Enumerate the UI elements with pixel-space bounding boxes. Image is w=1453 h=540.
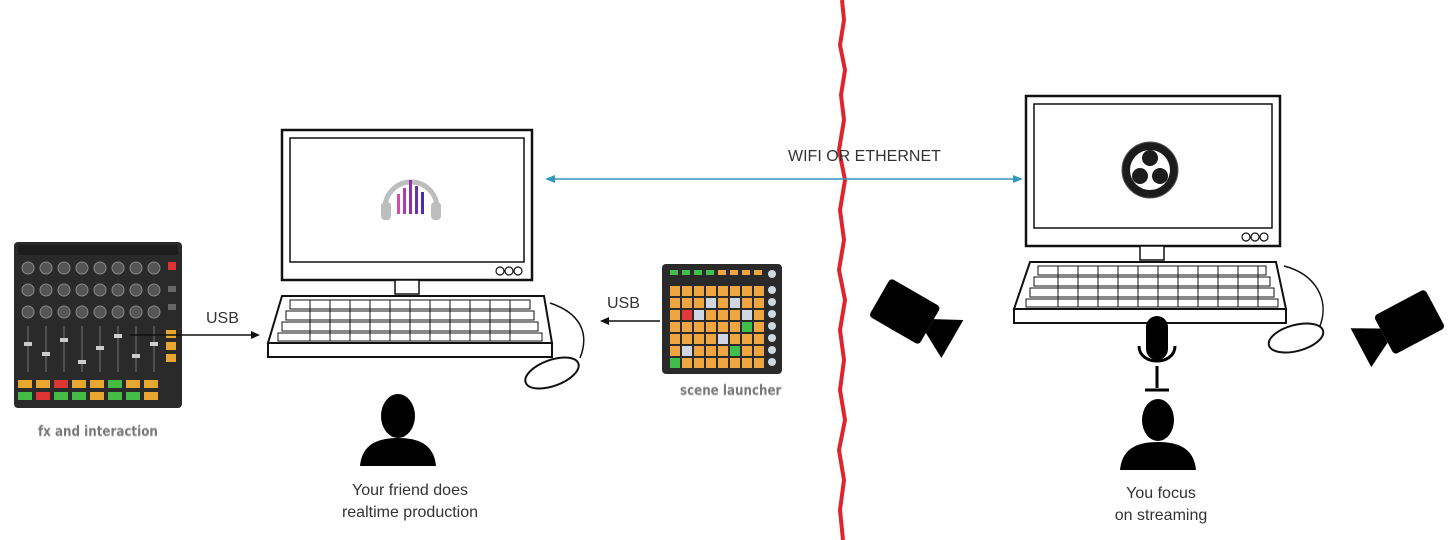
launchpad-pad (718, 270, 726, 275)
launchpad-pad (754, 334, 764, 344)
launchpad-pad (742, 298, 752, 308)
you-caption: You focus on streaming (1061, 483, 1261, 527)
usb-label-launcher: USB (607, 295, 640, 312)
launchpad-pad (754, 322, 764, 332)
launchpad-pad (742, 322, 752, 332)
launchpad-pad (742, 270, 750, 275)
launchpad-pad (670, 358, 680, 368)
launchpad-pad (706, 310, 716, 320)
launchpad-pad (706, 270, 714, 275)
launchpad-pad (742, 358, 752, 368)
launchpad-pad (694, 270, 702, 275)
launchpad-pad (742, 334, 752, 344)
launchpad-pad (718, 346, 728, 356)
launchpad-pad (730, 358, 740, 368)
launch-control-device (14, 242, 182, 408)
launchpad-pad (706, 346, 716, 356)
launchpad-device (662, 264, 782, 374)
launchpad-pad (754, 298, 764, 308)
launchpad-pad (682, 346, 692, 356)
launchpad-pad (682, 298, 692, 308)
launchpad-side-button (768, 346, 776, 354)
launchpad-pad (670, 298, 680, 308)
launchpad-pad (730, 310, 740, 320)
launchpad-pad (682, 270, 690, 275)
launchpad-pad (754, 346, 764, 356)
usb-label-controller: USB (206, 310, 239, 327)
launchpad-pad (742, 346, 752, 356)
launchpad-pad (682, 322, 692, 332)
launchpad-pad (718, 322, 728, 332)
launchpad-pad (706, 298, 716, 308)
you-caption-line2: on streaming (1114, 507, 1208, 524)
launchpad-pad (718, 358, 728, 368)
launchpad-side-button (768, 334, 776, 342)
left-computer (266, 128, 585, 390)
launchpad-pad (694, 286, 704, 296)
launchpad-side-button (768, 358, 776, 366)
launchpad-side-button (768, 298, 776, 306)
launchpad-pad (718, 310, 728, 320)
launchpad-pad (706, 286, 716, 296)
video-camera-icon-right (1350, 290, 1445, 368)
controller-caption: fx and interaction (38, 424, 158, 440)
launchpad-pad (670, 270, 678, 275)
launchpad-pad (670, 334, 680, 344)
launchpad-pad (742, 310, 752, 320)
launchpad-pad (670, 310, 680, 320)
friend-caption-line1: Your friend does (352, 482, 468, 499)
launcher-caption: scene launcher (680, 383, 782, 399)
launchpad-pad (730, 322, 740, 332)
launchpad-pad (706, 358, 716, 368)
launchpad-pad (730, 286, 740, 296)
friend-caption: Your friend does realtime production (300, 480, 520, 524)
you-caption-line1: You focus (1126, 485, 1196, 502)
launchpad-pad (718, 286, 728, 296)
video-camera-icon-left (870, 279, 964, 359)
launchpad-pad (682, 310, 692, 320)
launchpad-pad (682, 334, 692, 344)
launchpad-pad (754, 270, 762, 275)
launchpad-pad (730, 334, 740, 344)
launchpad-side-button (768, 286, 776, 294)
launchpad-pad (682, 358, 692, 368)
launchpad-pad (670, 286, 680, 296)
launchpad-pad (694, 346, 704, 356)
launchpad-side-button (768, 270, 776, 278)
launchpad-pad (706, 322, 716, 332)
launchpad-side-button (768, 322, 776, 330)
launchpad-pad (754, 310, 764, 320)
launchpad-pad (694, 322, 704, 332)
launchpad-pad (730, 346, 740, 356)
headphones-waveform-icon (381, 179, 441, 220)
launchpad-pad (694, 334, 704, 344)
obs-studio-icon (1121, 141, 1179, 199)
launchpad-pad (706, 334, 716, 344)
person-silhouette-left (360, 394, 436, 466)
launchpad-pad (754, 358, 764, 368)
launchpad-pad (670, 346, 680, 356)
launchpad-pad (730, 298, 740, 308)
launchpad-pad (694, 310, 704, 320)
launchpad-pad (718, 298, 728, 308)
launchpad-pad (694, 298, 704, 308)
launchpad-pad (670, 322, 680, 332)
microphone-icon (1137, 316, 1177, 392)
launchpad-side-button (768, 310, 776, 318)
launchpad-pad (742, 286, 752, 296)
friend-caption-line2: realtime production (341, 504, 479, 521)
launchpad-pad (682, 286, 692, 296)
launchpad-pad (718, 334, 728, 344)
launchpad-pad (730, 270, 738, 275)
person-silhouette-right (1120, 399, 1196, 470)
launchpad-pad (694, 358, 704, 368)
right-computer (1012, 94, 1325, 354)
network-label: WIFI OR ETHERNET (788, 148, 941, 165)
launchpad-pad (754, 286, 764, 296)
